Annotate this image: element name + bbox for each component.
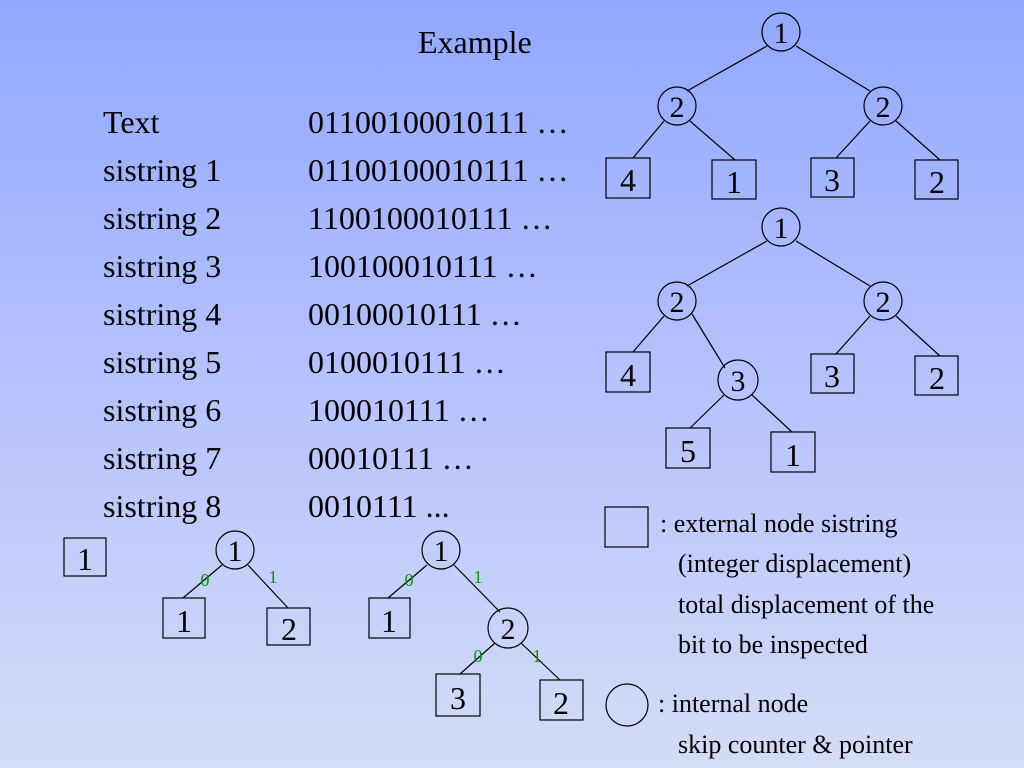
leaf-label: 2 (929, 360, 945, 396)
tree-1: 1 0 1 1 2 (162, 530, 311, 647)
edge-label-0: 0 (201, 570, 210, 590)
leaf-label: 2 (281, 611, 297, 647)
row-label: sistring 1 (103, 152, 222, 188)
row-label: sistring 5 (103, 344, 222, 380)
tree-3: 1 2 2 4 1 3 2 (605, 12, 959, 200)
external-node (914, 355, 959, 396)
external-node (711, 159, 757, 200)
leaf-label: 3 (824, 162, 840, 198)
leaf-label: 2 (929, 164, 945, 200)
node-label: 1 (774, 212, 789, 245)
tree-0: 1 (63, 537, 107, 577)
external-node (162, 597, 206, 639)
external-node (810, 353, 855, 394)
external-node (266, 607, 311, 646)
row-bits: 01100100010111 … (308, 104, 569, 140)
external-node (914, 159, 959, 200)
legend-external-line2: (integer displacement) (678, 549, 912, 578)
row-bits: 0100010111 … (308, 344, 506, 380)
node-label: 3 (731, 365, 746, 398)
edge-label-0: 0 (405, 570, 414, 590)
internal-node (215, 530, 255, 570)
node-label: 2 (876, 91, 891, 124)
leaf-label: 1 (176, 603, 192, 639)
legend-internal-node-symbol (605, 683, 649, 727)
legend-internal-line1: : internal node (658, 689, 809, 718)
legend-internal-line2: skip counter & pointer (678, 730, 913, 759)
leaf-label: 3 (450, 680, 466, 716)
internal-node (863, 281, 903, 321)
external-node (368, 597, 411, 639)
leaf-label: 1 (785, 437, 801, 473)
row-bits: 100100010111 … (308, 248, 538, 284)
leaf-label: 5 (680, 433, 696, 469)
row-bits: 100010111 … (308, 392, 490, 428)
external-node (605, 351, 651, 393)
external-node (770, 431, 816, 473)
internal-node (761, 207, 801, 247)
leaf-label: 4 (620, 357, 636, 393)
row-bits: 01100100010111 … (308, 152, 569, 188)
internal-node (717, 359, 759, 401)
internal-node (761, 12, 801, 52)
row-bits: 00100010111 … (308, 296, 522, 332)
external-node (435, 673, 481, 717)
row-label: sistring 2 (103, 200, 222, 236)
node-label: 2 (876, 286, 891, 319)
leaf-label: 4 (620, 162, 636, 198)
external-node (539, 679, 584, 721)
tree-2: 1 0 1 1 2 0 1 3 2 (368, 530, 584, 721)
internal-node (421, 530, 461, 570)
edge-label-0: 0 (474, 646, 483, 666)
row-bits: 1100100010111 … (308, 200, 553, 236)
row-label: sistring 6 (103, 392, 222, 428)
row-label: sistring 8 (103, 488, 222, 524)
row-label: sistring 4 (103, 296, 222, 332)
internal-node (657, 86, 697, 126)
internal-node (863, 86, 903, 126)
external-node (810, 157, 855, 198)
external-node (665, 427, 711, 469)
node-label: 2 (670, 91, 685, 124)
legend-external-line4: bit to be inspected (678, 630, 868, 659)
legend-external-line3: total displacement of the (678, 590, 935, 619)
leaf-label: 2 (553, 685, 569, 721)
external-node (605, 157, 651, 199)
node-label: 2 (501, 613, 516, 646)
legend-external-node-symbol (604, 506, 649, 548)
edge-label-1: 1 (269, 567, 278, 587)
leaf-label: 1 (381, 603, 397, 639)
edge-label-1: 1 (474, 567, 483, 587)
row-label: sistring 7 (103, 440, 222, 476)
page-title: Example (418, 24, 532, 60)
node-label: 1 (434, 535, 449, 568)
external-node (63, 537, 107, 577)
node-label: 1 (774, 17, 789, 50)
edge-label-1: 1 (533, 646, 542, 666)
row-label: sistring 3 (103, 248, 222, 284)
row-bits: 00010111 … (308, 440, 474, 476)
legend-external-line1: : external node sistring (660, 509, 898, 538)
row-bits: 0010111 ... (308, 488, 450, 524)
node-label: 1 (228, 535, 243, 568)
tree-4: 1 2 2 3 4 5 1 3 2 (605, 207, 959, 473)
leaf-label: 1 (77, 541, 93, 577)
internal-node (657, 281, 697, 321)
row-label: Text (103, 104, 160, 140)
internal-node (487, 607, 529, 649)
node-label: 2 (670, 286, 685, 319)
leaf-label: 3 (824, 358, 840, 394)
leaf-label: 1 (726, 164, 742, 200)
